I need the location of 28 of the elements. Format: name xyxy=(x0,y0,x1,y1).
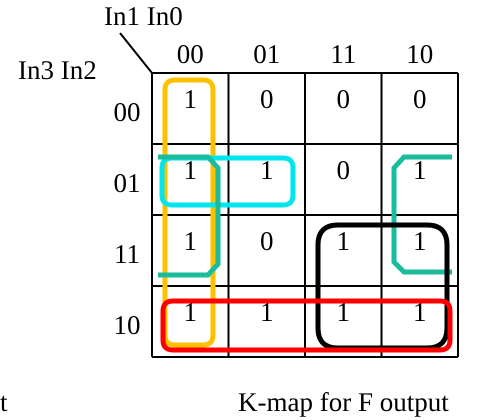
caption: K-map for F output xyxy=(238,387,449,417)
row-header: 01 xyxy=(112,168,142,198)
column-header: 00 xyxy=(176,39,205,69)
map-cell-text: 0 xyxy=(336,84,351,114)
row-header: 11 xyxy=(113,238,141,268)
map-cell-text: 1 xyxy=(182,154,198,184)
map-cell-text: 1 xyxy=(182,296,198,326)
map-cell-text: 1 xyxy=(412,154,428,184)
map-cell-text: 1 xyxy=(259,296,274,326)
map-cell-text: 0 xyxy=(336,154,351,184)
map-cell-text: 1 xyxy=(336,296,351,326)
map-cell-text: 0 xyxy=(412,84,428,114)
map-cell-text: 1 xyxy=(182,84,198,114)
map-cell-text: 1 xyxy=(259,154,274,184)
map-cell-text: 1 xyxy=(412,296,428,326)
map-cell-text: 1 xyxy=(336,226,351,256)
column-header: 11 xyxy=(329,39,358,69)
map-cell-text: 1 xyxy=(182,226,198,256)
text-fragment: t xyxy=(0,387,8,417)
map-cell-text: 1 xyxy=(412,226,428,256)
column-header: 01 xyxy=(252,39,282,69)
column-header: 10 xyxy=(405,39,434,69)
map-cell-text: 0 xyxy=(259,84,274,114)
axis-label: In3 In2 xyxy=(18,55,97,85)
row-header: 00 xyxy=(112,96,142,126)
map-cell-text: 0 xyxy=(259,226,274,256)
row-header: 10 xyxy=(112,310,142,340)
axis-label: In1 In0 xyxy=(104,1,183,31)
